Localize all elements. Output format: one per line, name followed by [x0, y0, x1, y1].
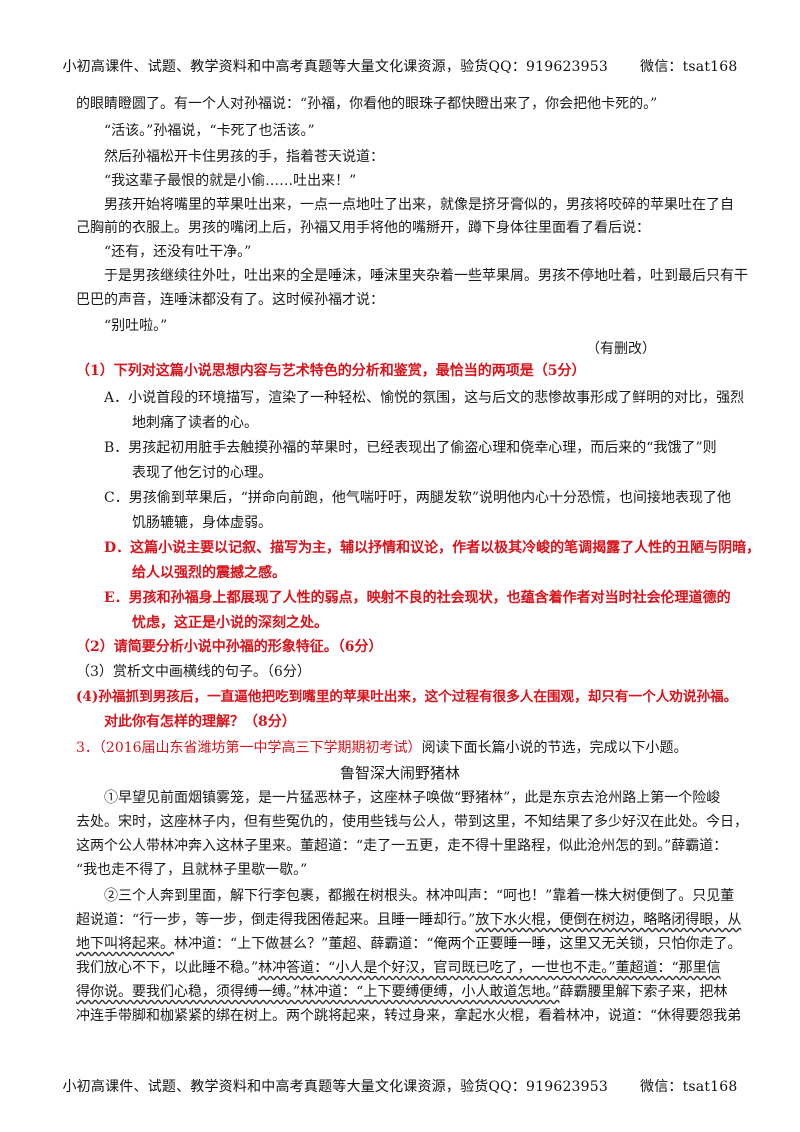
passage-line: 地下叫将起来。林冲道：“上下做甚么？”董超、薛霸道：“俺两个正要睡一睡，这里又无…: [76, 934, 741, 954]
footer-text: 小初高课件、试题、教学资料和中高考真题等大量文化课资源，验货QQ：9196239…: [62, 1079, 608, 1095]
passage-line: 去处。宋时，这座林子内，但有些冤仇的，使用些钱与公人，带到这里，不知结果了多少好…: [76, 814, 748, 830]
question-1: （1）下列对这篇小说思想内容与艺术特色的分析和鉴赏，最恰当的两项是（5分）: [76, 363, 586, 379]
header-wechat: 微信：tsat168: [640, 59, 738, 75]
story-line: 的眼睛瞪圆了。有一个人对孙福说：“孙福，你看他的眼珠子都快瞪出来了，你会把他卡死…: [76, 96, 658, 112]
passage-text: 超说道：“行一步，等一步，倒走得我困倦起来。且睡一睡却行。”: [76, 912, 476, 928]
option-e-cont: 忧虑，这正是小说的深刻之处。: [132, 615, 328, 631]
passage-text: 薛霸腰里解下索子来，把林: [559, 984, 728, 1000]
underlined-sentence: 放下水火棍，便倒在树边，略略闭得眼，从: [475, 912, 742, 928]
passage-line: 这两个公人带林冲奔入这林子里来。董超道：“走了一五更，走不得十里路程，似此沧州怎…: [76, 838, 728, 854]
section-number: 3．: [76, 740, 99, 756]
passage-line: ②三个人奔到里面，解下行李包裹，都搬在树根头。林冲叫声：“呵也！”靠着一株大树便…: [104, 888, 735, 904]
passage-line: “我也走不得了，且就林子里歇一歇。”: [76, 862, 308, 878]
option-a-cont: 地刺痛了读者的心。: [132, 415, 258, 431]
option-d: D．这篇小说主要以记叙、描写为主，辅以抒情和议论，作者以极其冷峻的笔调揭露了人性…: [104, 540, 761, 556]
passage-text: 我们放心不下，以此睡不稳。”: [76, 960, 259, 976]
story-line: 于是男孩继续往外吐，吐出来的全是唾沫，唾沫里夹杂着一些苹果屑。男孩不停地吐着，吐…: [104, 268, 748, 284]
option-c-cont: 饥肠辘辘，身体虚弱。: [132, 515, 272, 531]
story-line: “活该。”孙福说，“卡死了也活该。”: [104, 123, 315, 139]
section-3-heading: 3．（2016届山东省潍坊第一中学高三下学期期初考试）阅读下面长篇小说的节选，完…: [76, 738, 688, 758]
underlined-sentence: 林冲道：“上下要缚便缚，小人敢道怎地。”: [300, 984, 560, 1000]
story-line: “我这辈子最恨的就是小偷……吐出来！”: [104, 173, 357, 189]
option-b-cont: 表现了他乞讨的心理。: [132, 465, 272, 481]
story-line: “还有，还没有吐干净。”: [104, 244, 252, 260]
footer-wechat: 微信：tsat168: [640, 1079, 738, 1095]
option-a: A．小说首段的环境描写，渲染了一种轻松、愉悦的氛围，这与后文的悲惨故事形成了鲜明…: [104, 390, 745, 406]
question-3: （3）赏析文中画横线的句子。（6分）: [76, 664, 311, 680]
story-line: “别吐啦。”: [104, 318, 168, 334]
question-4-cont: 对此你有怎样的理解？（8分）: [104, 714, 296, 730]
underlined-sentence: 得你说。要我们心稳，须得缚一缚。”: [76, 984, 301, 1000]
page-footer: 小初高课件、试题、教学资料和中高考真题等大量文化课资源，验货QQ：9196239…: [0, 1076, 800, 1096]
option-d-cont: 给人以强烈的震撼之感。: [132, 565, 286, 581]
page-header: 小初高课件、试题、教学资料和中高考真题等大量文化课资源，验货QQ：9196239…: [0, 56, 800, 76]
passage-line: 得你说。要我们心稳，须得缚一缚。”林冲道：“上下要缚便缚，小人敢道怎地。”薛霸腰…: [76, 982, 727, 1002]
question-2: （2）请简要分析小说中孙福的形象特征。（6分）: [76, 639, 383, 655]
section-instruction: 阅读下面长篇小说的节选，完成以下小题。: [421, 740, 688, 756]
section-source: （2016届山东省潍坊第一中学高三下学期期初考试）: [98, 740, 422, 756]
passage-title: 鲁智深大闹野猪林: [339, 764, 460, 782]
story-line: 然后孙福松开卡住男孩的手，指着苍天说道：: [104, 149, 384, 165]
passage-line: 超说道：“行一步，等一步，倒走得我困倦起来。且睡一睡却行。”放下水火棍，便倒在树…: [76, 910, 741, 930]
option-b: B．男孩起初用脏手去触摸孙福的苹果时，已经表现出了偷盗心理和侥幸心理，而后来的“…: [104, 440, 717, 456]
story-line: 男孩开始将嘴里的苹果吐出来，一点一点地吐了出来，就像是挤牙膏似的，男孩将咬碎的苹…: [104, 197, 734, 213]
source-note: （有删改）: [586, 341, 656, 357]
question-4: (4)孙福抓到男孩后，一直逼他把吃到嘴里的苹果吐出来，这个过程有很多人在围观，却…: [76, 689, 738, 705]
header-text: 小初高课件、试题、教学资料和中高考真题等大量文化课资源，验货QQ：9196239…: [62, 59, 608, 75]
passage-text: 林冲道：“上下做甚么？”董超、薛霸道：“俺两个正要睡一睡，这里又无关锁，只怕你走…: [174, 936, 742, 952]
story-line: 巴巴的声音，连唾沫都没有了。这时候孙福才说：: [76, 292, 384, 308]
underlined-sentence: 林冲答道：“小人是个好汉，官司既已吃了，一世也不走。”董超道：“那里信: [258, 960, 721, 976]
passage-line: 冲连手带脚和枷紧紧的绑在树上。两个跳将起来，转过身来，拿起水火棍，看着林冲，说道…: [76, 1008, 742, 1024]
option-e: E．男孩和孙福身上都展现了人性的弱点，映射不良的社会现状，也蕴含着作者对当时社会…: [104, 590, 731, 606]
story-line: 己胸前的衣服上。男孩的嘴闭上后，孙福又用手将他的嘴掰开，蹲下身体往里面看了看后说…: [76, 220, 650, 236]
option-c: C．男孩偷到苹果后，“拼命向前跑，他气喘吁吁，两腿发软”说明他内心十分恐慌，也间…: [104, 490, 732, 506]
passage-line: ①早望见前面烟镇雾笼，是一片猛恶林子，这座林子唤做“野猪林”，此是东京去沧州路上…: [104, 790, 721, 806]
underlined-sentence: 地下叫将起来。: [76, 936, 174, 952]
passage-line: 我们放心不下，以此睡不稳。”林冲答道：“小人是个好汉，官司既已吃了，一世也不走。…: [76, 958, 721, 978]
